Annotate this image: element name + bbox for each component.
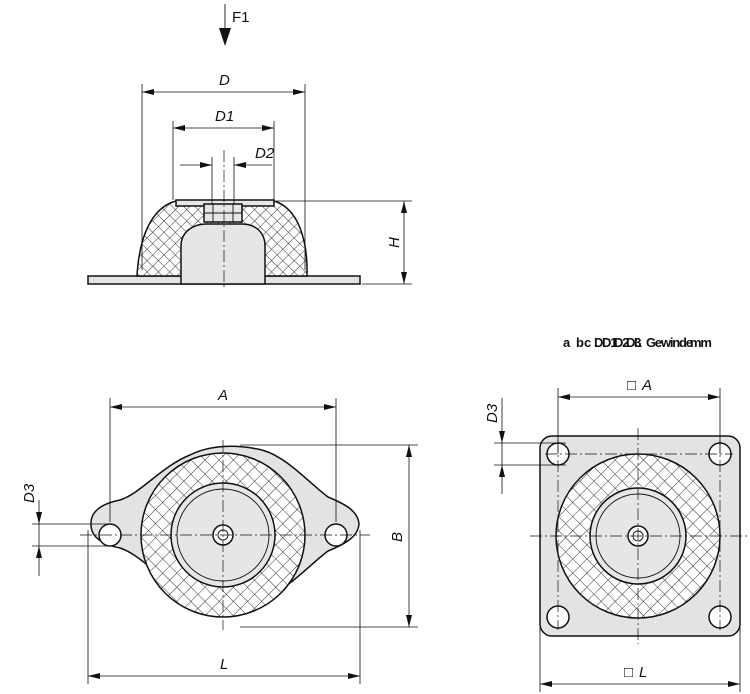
label-d: D bbox=[219, 72, 230, 89]
label-a-square: A bbox=[641, 377, 652, 394]
overprint-text-5: D2 bbox=[614, 335, 629, 350]
side-view: F1 D D1 bbox=[87, 4, 412, 290]
overprint-text-2: c bbox=[584, 335, 591, 350]
dim-d bbox=[141, 84, 306, 270]
label-l-square: L bbox=[639, 664, 647, 681]
label-h: H bbox=[386, 237, 403, 248]
label-a: A bbox=[217, 387, 228, 404]
dim-b bbox=[240, 444, 418, 628]
side-metal-insert bbox=[180, 223, 266, 285]
overprinted-labels: a b c D D1 D2 D3 L Gewinde mm bbox=[563, 335, 713, 350]
dim-a bbox=[109, 398, 337, 522]
label-d2: D2 bbox=[255, 145, 275, 162]
dim-d3-left bbox=[32, 500, 110, 576]
overprint-text-8: Gewinde bbox=[646, 335, 693, 350]
dim-d3-right bbox=[494, 398, 566, 494]
square-symbol-a: □ bbox=[627, 377, 636, 394]
force-label: F1 bbox=[232, 9, 250, 26]
overprint-text-4: D1 bbox=[602, 335, 617, 350]
oval-flange-view: A B D3 L bbox=[21, 387, 418, 684]
dim-d2 bbox=[180, 157, 272, 204]
label-d3-left: D3 bbox=[21, 483, 38, 503]
label-d1: D1 bbox=[215, 108, 234, 125]
overprint-text-7: L bbox=[634, 335, 642, 350]
overprint-text-3: D bbox=[594, 335, 603, 350]
force-arrow bbox=[219, 4, 231, 46]
overprint-text-9: mm bbox=[690, 335, 711, 350]
dim-d1 bbox=[172, 121, 275, 200]
label-l-left: L bbox=[220, 656, 228, 673]
overprint-text-1: b bbox=[576, 335, 584, 350]
square-flange-view: □ A D3 □ L bbox=[484, 377, 748, 692]
square-symbol-l: □ bbox=[624, 664, 633, 681]
label-d3-right: D3 bbox=[484, 403, 501, 423]
dim-h bbox=[276, 200, 412, 285]
dim-l-left bbox=[87, 530, 361, 684]
overprint-text-0: a bbox=[563, 335, 571, 350]
overprint-text-6: D3 bbox=[626, 335, 641, 350]
label-b: B bbox=[389, 532, 406, 542]
dim-l-square bbox=[539, 600, 741, 692]
